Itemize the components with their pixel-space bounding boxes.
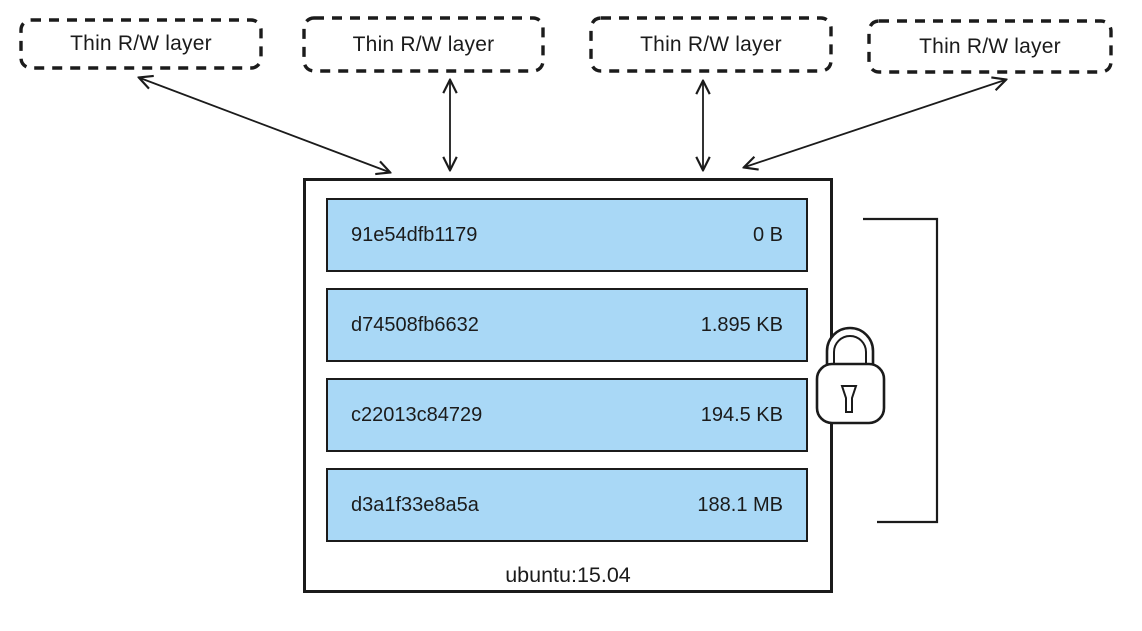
image-layer-row: d3a1f33e8a5a 188.1 MB (326, 468, 808, 542)
thin-rw-layer-label: Thin R/W layer (352, 32, 495, 56)
thin-rw-layer-box-1: Thin R/W layer (21, 20, 261, 68)
image-name-label: ubuntu:15.04 (505, 563, 631, 587)
layer-id-text: d3a1f33e8a5a (351, 493, 479, 516)
layer-size-text: 0 B (752, 223, 783, 246)
shared-layers-bracket (863, 217, 939, 524)
image-layer-row: c22013c84729 194.5 KB (326, 378, 808, 452)
layer-size-text: 188.1 MB (697, 493, 783, 516)
layer-id-text: c22013c84729 (351, 403, 483, 426)
layer-size-text: 1.895 KB (700, 313, 783, 336)
layer-size-text: 194.5 KB (700, 403, 783, 426)
thin-rw-layer-label: Thin R/W layer (640, 32, 782, 56)
image-layer-row: d74508fb6632 1.895 KB (326, 288, 808, 362)
thin-rw-layer-label: Thin R/W layer (70, 32, 212, 55)
thin-rw-layer-box-3: Thin R/W layer (591, 18, 831, 71)
thin-rw-layer-box-4: Thin R/W layer (869, 21, 1111, 72)
double-headed-arrow (140, 78, 1005, 172)
image-layer-row: 91e54dfb1179 0 B (326, 198, 808, 272)
thin-rw-layer-label: Thin R/W layer (919, 34, 1061, 58)
thin-rw-layer-box-2: Thin R/W layer (304, 18, 543, 71)
layer-id-text: 91e54dfb1179 (351, 223, 478, 246)
layer-id-text: d74508fb6632 (351, 313, 479, 336)
